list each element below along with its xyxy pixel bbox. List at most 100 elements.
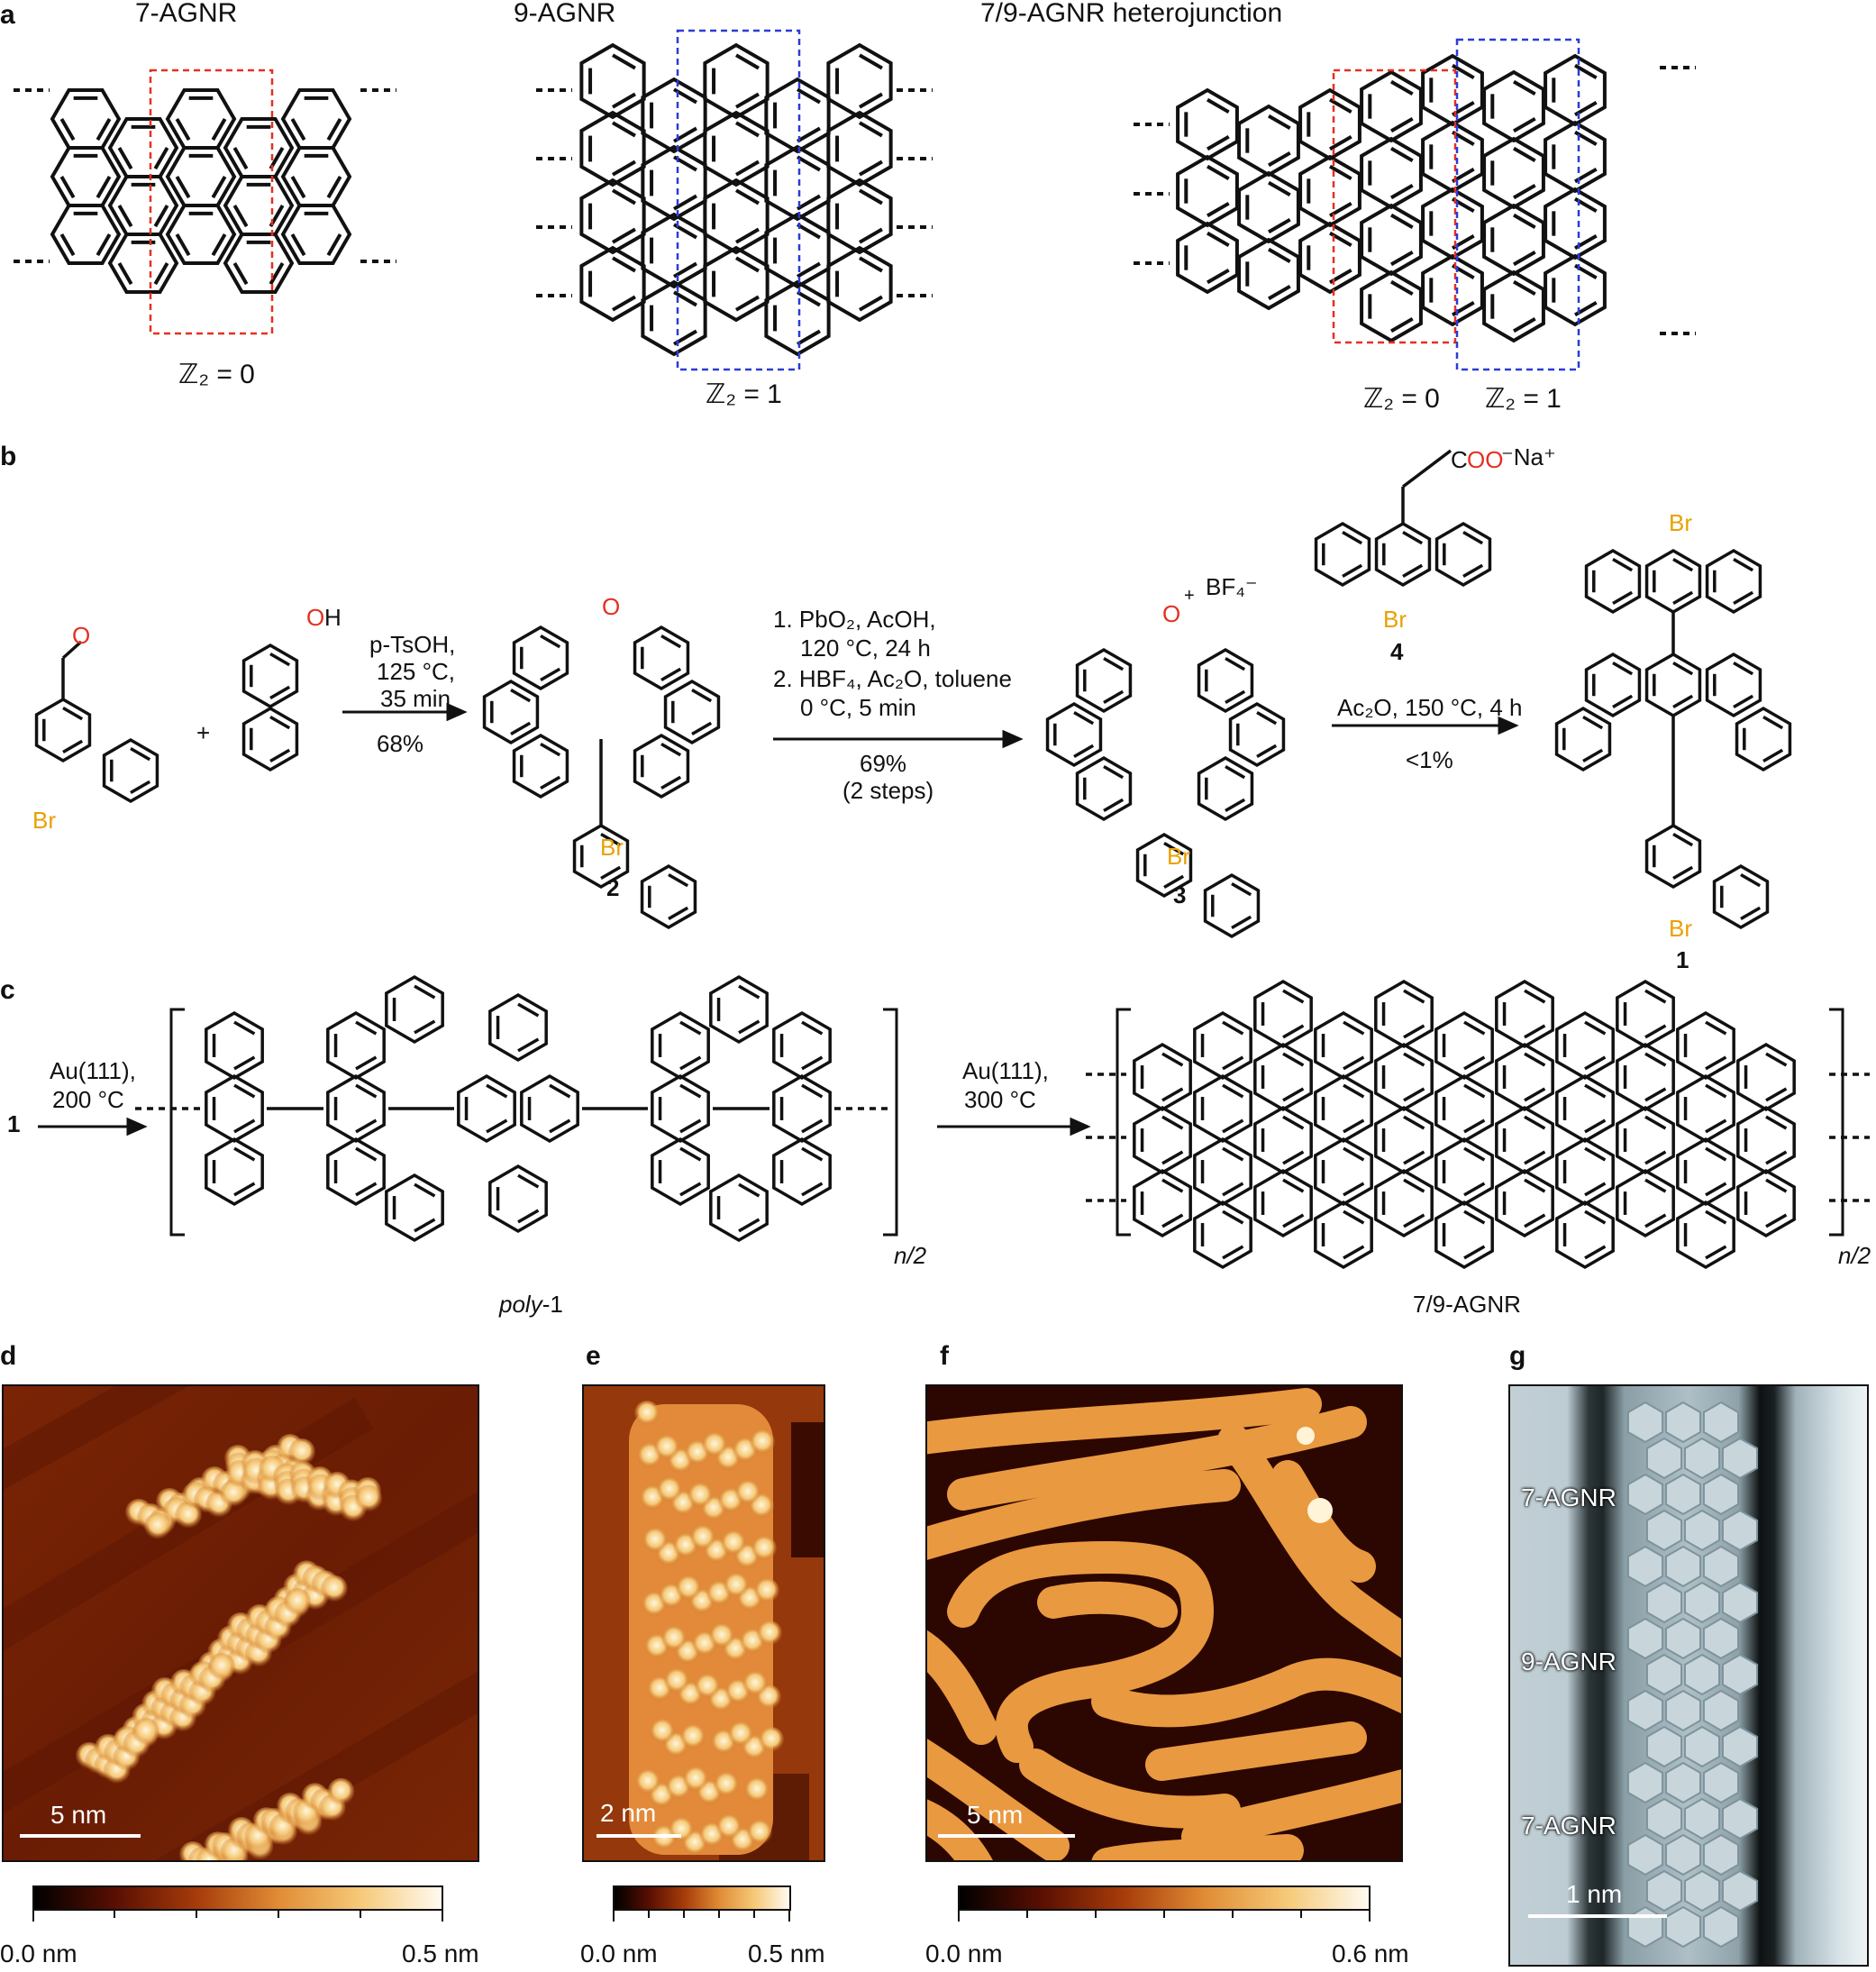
double-bond xyxy=(1513,279,1536,297)
double-bond xyxy=(1582,716,1604,730)
double-bond xyxy=(1574,63,1598,80)
poly-1-name-italic: poly xyxy=(499,1291,542,1318)
stm-lattice-hex xyxy=(1645,1509,1683,1552)
benzene-ring xyxy=(1495,1168,1554,1238)
double-bond xyxy=(1342,531,1363,545)
panel-b-scheme xyxy=(34,449,1792,939)
double-bond xyxy=(738,1218,760,1233)
double-bond xyxy=(1705,1055,1727,1071)
double-bond xyxy=(326,233,342,257)
double-bond xyxy=(1343,1020,1365,1036)
double-bond xyxy=(1402,531,1424,545)
double-bond xyxy=(1222,1182,1244,1197)
stm-e-render xyxy=(584,1386,824,1860)
scale-bar-d xyxy=(20,1834,141,1838)
naphthol-hydrogen: H xyxy=(324,604,342,631)
stm-molecule-spot xyxy=(721,1530,746,1556)
double-bond xyxy=(1161,1115,1184,1130)
double-bond xyxy=(1161,1213,1184,1228)
double-bond xyxy=(1524,989,1546,1004)
double-bond xyxy=(1267,247,1291,264)
double-bond xyxy=(1672,833,1694,847)
stm-lattice-hex xyxy=(1664,1401,1702,1444)
double-bond xyxy=(1282,1052,1305,1067)
benzene-ring xyxy=(1735,706,1792,772)
double-bond xyxy=(1390,279,1414,297)
double-bond xyxy=(517,1209,540,1224)
double-bond xyxy=(734,92,760,109)
double-bond xyxy=(1765,1213,1788,1228)
double-bond xyxy=(734,160,760,177)
stm-lattice-hex xyxy=(1626,1905,1664,1949)
step1-yield: 68% xyxy=(377,730,424,757)
stm-lattice-hex xyxy=(1702,1401,1740,1444)
stm-lattice-hex xyxy=(1626,1545,1664,1588)
double-bond xyxy=(1222,1245,1244,1260)
benzene-ring xyxy=(488,1164,548,1234)
colorbar-f-max: 0.6 nm xyxy=(1332,1940,1409,1967)
double-bond xyxy=(1463,1055,1486,1071)
step3-yield: <1% xyxy=(1406,746,1453,773)
double-bond xyxy=(796,87,821,105)
double-bond xyxy=(269,261,285,286)
double-bond xyxy=(1644,1024,1667,1039)
double-bond xyxy=(1282,1178,1305,1193)
double-bond xyxy=(1512,183,1536,200)
double-bond xyxy=(1222,1020,1244,1036)
double-bond xyxy=(1073,744,1095,758)
benzene-ring xyxy=(703,245,770,323)
cmpd1-bromine-top: Br xyxy=(1669,509,1692,536)
double-bond xyxy=(117,262,133,286)
benzene-ring xyxy=(826,42,893,120)
stm-molecule-spot xyxy=(690,1525,715,1550)
double-bond xyxy=(1207,97,1230,114)
double-bond xyxy=(1389,183,1414,200)
benzene-ring xyxy=(651,1137,710,1207)
double-bond xyxy=(1222,1055,1244,1071)
double-bond xyxy=(796,126,821,143)
double-bond xyxy=(59,117,76,142)
stm-lattice-hex xyxy=(1664,1473,1702,1516)
benzene-ring xyxy=(1736,1168,1796,1238)
double-bond xyxy=(612,295,636,312)
double-bond xyxy=(1403,989,1425,1004)
double-bond xyxy=(612,53,636,70)
double-bond xyxy=(1672,590,1694,605)
double-bond xyxy=(1644,1150,1667,1165)
benzene-ring xyxy=(1133,1168,1192,1238)
colorbar-d-min: 0.0 nm xyxy=(0,1940,77,1967)
double-bond xyxy=(1584,1210,1607,1225)
double-bond xyxy=(1222,1146,1244,1162)
stm-molecule-spot xyxy=(676,1575,701,1601)
n-half-right: n/2 xyxy=(1838,1242,1871,1269)
benzene-ring xyxy=(1045,701,1103,768)
double-bond xyxy=(1644,989,1667,1004)
double-bond xyxy=(660,743,682,757)
double-bond xyxy=(1463,1118,1486,1134)
double-bond xyxy=(232,204,249,228)
stm-molecule-spot xyxy=(355,1484,382,1512)
double-bond xyxy=(1524,1178,1546,1193)
label-7-agnr-bottom: 7-AGNR xyxy=(1521,1812,1616,1840)
double-bond xyxy=(1103,798,1125,812)
panel-label-b: b xyxy=(0,442,17,471)
double-bond xyxy=(691,689,713,703)
benzene-ring xyxy=(826,178,893,255)
double-bond xyxy=(1524,1024,1546,1039)
double-bond xyxy=(1389,146,1414,163)
double-bond xyxy=(734,188,760,205)
stm-lattice-hex xyxy=(1664,1761,1702,1804)
double-bond xyxy=(1584,1055,1607,1071)
benzene-ring xyxy=(772,1137,832,1207)
colorbar-f-min: 0.0 nm xyxy=(925,1940,1003,1967)
double-bond xyxy=(62,739,84,753)
double-bond xyxy=(1103,689,1125,704)
double-bond xyxy=(326,117,342,142)
benzene-ring xyxy=(633,625,690,691)
stm-lattice-hex xyxy=(1664,1905,1702,1949)
scale-bar-label-g: 1 nm xyxy=(1566,1880,1623,1908)
double-bond xyxy=(734,227,760,244)
agnr-product-structure xyxy=(1086,979,1870,1270)
stm-lattice-hex xyxy=(1721,1797,1759,1840)
double-bond xyxy=(1268,114,1291,131)
